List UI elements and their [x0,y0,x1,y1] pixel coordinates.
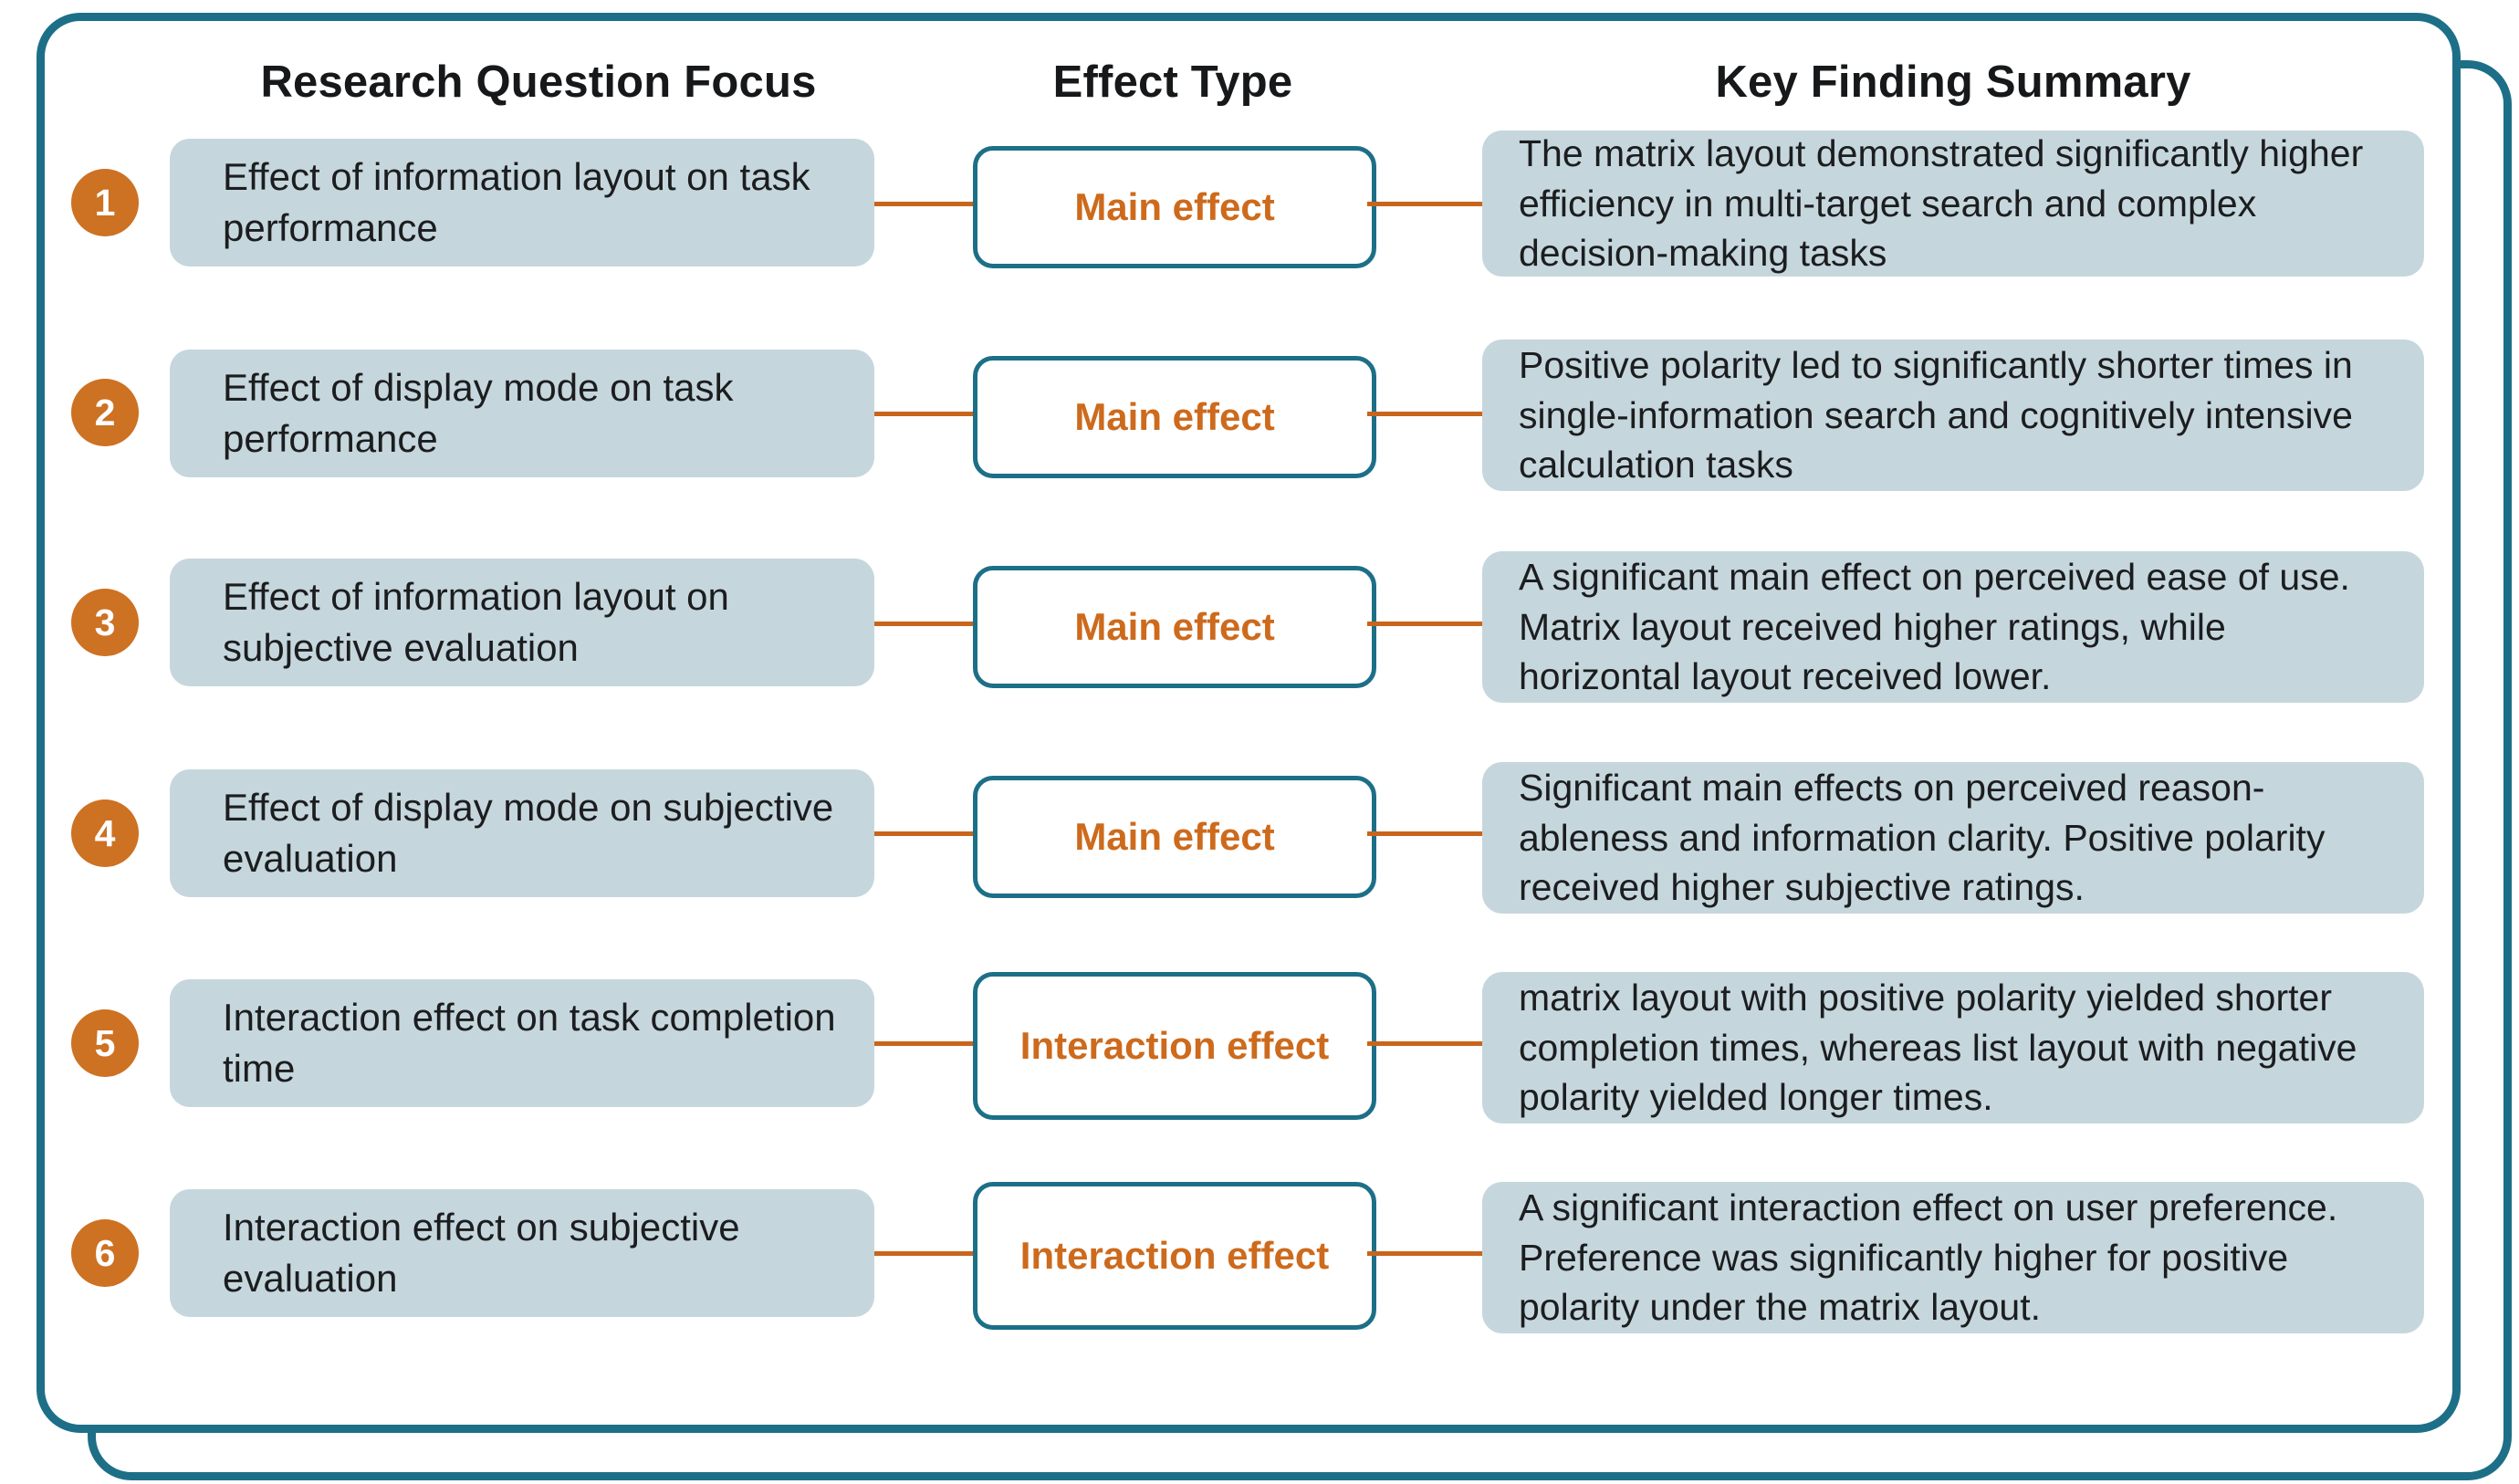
effect-type-box[interactable]: Main effect [973,356,1376,478]
connector-line-right [1367,1041,1484,1046]
connector-line-left [874,831,975,836]
effect-type-box[interactable]: Main effect [973,146,1376,268]
research-question-box[interactable]: Effect of information layout on task per… [170,139,874,266]
effect-type-label: Main effect [1074,184,1275,228]
connector-line-left [874,1041,975,1046]
research-question-text: Effect of display mode on subjective eva… [223,786,834,880]
row-number-badge: 4 [71,799,139,867]
row-number-badge: 5 [71,1009,139,1077]
row-number-badge: 3 [71,589,139,656]
effect-type-label: Main effect [1074,604,1275,648]
connector-line-right [1367,831,1484,836]
key-finding-text: A significant interaction effect on user… [1519,1186,2338,1329]
row-number-badge: 1 [71,169,139,236]
key-finding-text: Positive polarity led to significantly s… [1519,343,2353,486]
effect-type-label: Interaction effect [1019,1023,1330,1067]
research-question-text: Effect of information layout on subjecti… [223,575,729,669]
connector-line-left [874,1251,975,1256]
research-question-text: Interaction effect on task completion ti… [223,996,836,1090]
key-finding-box[interactable]: matrix layout with positive polarity yie… [1482,972,2424,1123]
connector-line-right [1367,202,1484,206]
research-question-box[interactable]: Interaction effect on task completion ti… [170,979,874,1107]
connector-line-left [874,412,975,416]
column-header-research-question-focus: Research Question Focus [260,57,817,107]
key-finding-text: matrix layout with positive polarity yie… [1519,976,2357,1119]
key-finding-text: Significant main effects on perceived re… [1519,766,2326,909]
column-header-effect-type: Effect Type [1052,57,1293,107]
effect-type-label: Interaction effect [1019,1233,1330,1277]
effect-type-box[interactable]: Interaction effect [973,972,1376,1120]
research-question-box[interactable]: Interaction effect on subjective evaluat… [170,1189,874,1317]
key-finding-box[interactable]: Positive polarity led to significantly s… [1482,340,2424,491]
research-question-box[interactable]: Effect of display mode on subjective eva… [170,769,874,897]
key-finding-text: The matrix layout demonstrated significa… [1519,131,2364,275]
row-number-badge: 6 [71,1219,139,1287]
effect-type-box[interactable]: Main effect [973,566,1376,688]
effect-type-box[interactable]: Main effect [973,776,1376,898]
effect-type-label: Main effect [1074,814,1275,858]
row-number-badge: 2 [71,379,139,446]
research-question-text: Effect of information layout on task per… [223,155,810,249]
key-finding-box[interactable]: Significant main effects on perceived re… [1482,762,2424,914]
effect-type-box[interactable]: Interaction effect [973,1182,1376,1330]
connector-line-right [1367,1251,1484,1256]
research-question-box[interactable]: Effect of display mode on task performan… [170,350,874,477]
column-header-key-finding-summary: Key Finding Summary [1715,57,2191,107]
connector-line-right [1367,412,1484,416]
key-finding-box[interactable]: A significant interaction effect on user… [1482,1182,2424,1333]
connector-line-right [1367,622,1484,626]
connector-line-left [874,202,975,206]
research-question-box[interactable]: Effect of information layout on subjecti… [170,559,874,686]
research-question-text: Effect of display mode on task performan… [223,366,734,460]
key-finding-box[interactable]: The matrix layout demonstrated significa… [1482,131,2424,277]
key-finding-text: A significant main effect on perceived e… [1519,555,2350,698]
effect-type-label: Main effect [1074,394,1275,438]
research-question-text: Interaction effect on subjective evaluat… [223,1206,740,1300]
connector-line-left [874,622,975,626]
key-finding-box[interactable]: A significant main effect on perceived e… [1482,551,2424,703]
